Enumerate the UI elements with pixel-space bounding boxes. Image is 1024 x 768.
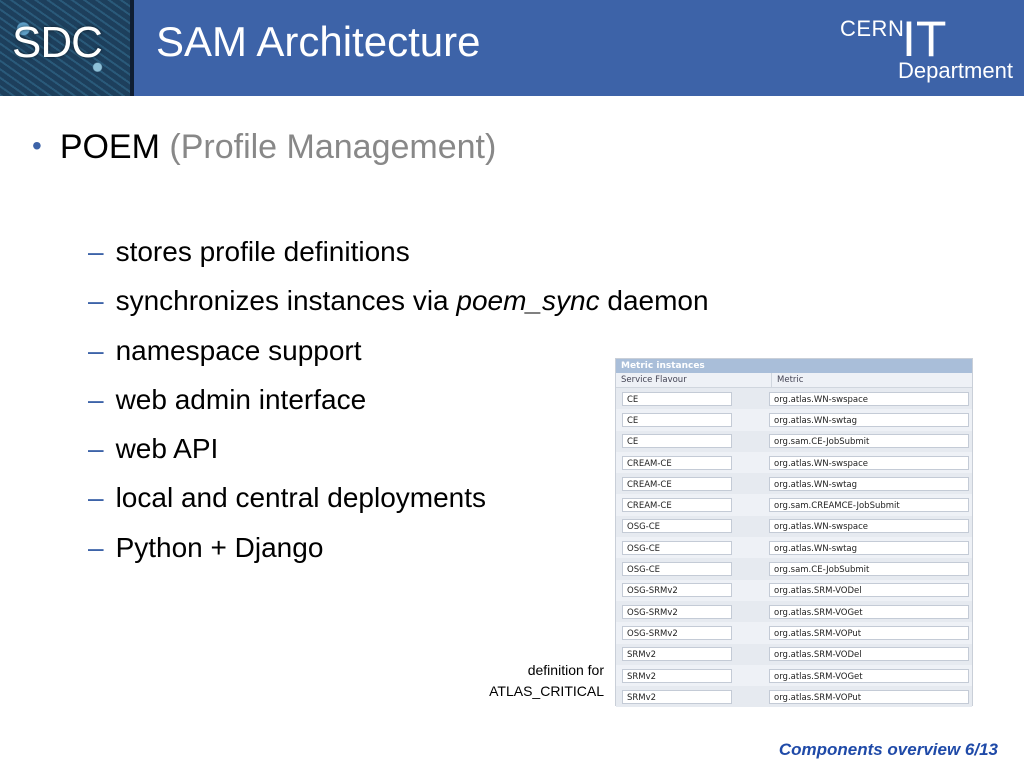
sub-bullet-text: web API bbox=[115, 433, 219, 465]
panel-title: Metric instances bbox=[616, 359, 972, 373]
metric-cell: org.sam.CREAMCE-JobSubmit bbox=[769, 498, 969, 513]
service-flavour-cell: CE bbox=[622, 391, 732, 406]
service-flavour-cell: CE bbox=[622, 434, 732, 449]
bullet-dot: • bbox=[32, 130, 42, 161]
dash-marker: – bbox=[88, 236, 104, 267]
table-row: CE org.atlas.WN-swspace bbox=[616, 388, 972, 410]
dash-marker: – bbox=[88, 482, 104, 514]
column-service-flavour: Service Flavour bbox=[616, 373, 772, 387]
metric-cell: org.atlas.WN-swtag bbox=[769, 540, 969, 555]
sub-bullet-text: local and central deployments bbox=[115, 482, 487, 514]
table-row: OSG-SRMv2 org.atlas.SRM-VOGet bbox=[616, 600, 972, 623]
metric-cell: org.atlas.SRM-VOPut bbox=[769, 625, 969, 640]
slide-title: SAM Architecture bbox=[156, 18, 481, 65]
metric-cell: org.sam.CE-JobSubmit bbox=[769, 434, 969, 449]
metric-cell: org.atlas.WN-swspace bbox=[769, 455, 969, 470]
dash-marker: – bbox=[88, 531, 104, 563]
sub-bullet-text: Python + Django bbox=[115, 531, 324, 563]
column-metric: Metric bbox=[777, 375, 804, 385]
dash-marker: – bbox=[88, 383, 104, 415]
service-flavour-cell: OSG-CE bbox=[622, 562, 732, 577]
metric-cell: org.atlas.SRM-VOGet bbox=[769, 668, 969, 683]
sub-bullet-item: –stores profile definitions bbox=[88, 233, 709, 282]
it-logo-text: IT bbox=[902, 11, 947, 67]
dash-marker: – bbox=[88, 285, 104, 317]
slide-footer: Components overview 6/13 bbox=[778, 740, 998, 759]
service-flavour-cell: CREAM-CE bbox=[622, 455, 732, 470]
table-row: CE org.atlas.WN-swtag bbox=[616, 409, 972, 430]
metric-cell: org.sam.CE-JobSubmit bbox=[769, 562, 969, 577]
metric-cell: org.atlas.SRM-VODel bbox=[769, 583, 969, 598]
sub-bullet-text: stores profile definitions bbox=[115, 236, 410, 267]
table-row: CREAM-CE org.atlas.WN-swspace bbox=[616, 452, 972, 473]
department-logo-text: Department bbox=[898, 58, 1013, 83]
sub-bullet-item: –web admin interface bbox=[88, 381, 709, 430]
sub-bullet-text: synchronizes instances via bbox=[115, 285, 457, 317]
service-flavour-cell: SRMv2 bbox=[622, 668, 732, 683]
service-flavour-cell: OSG-SRMv2 bbox=[622, 625, 732, 640]
cern-logo-text: CERN bbox=[840, 16, 905, 41]
table-row: OSG-CE org.atlas.WN-swtag bbox=[616, 537, 972, 558]
sub-bullet-text: web admin interface bbox=[115, 383, 367, 415]
table-row: OSG-SRMv2 org.atlas.SRM-VODel bbox=[616, 580, 972, 601]
metric-cell: org.atlas.SRM-VODel bbox=[769, 647, 969, 662]
metric-instances-screenshot: Metric instances Service Flavour Metric … bbox=[615, 358, 973, 708]
sdc-logo-text: SDC bbox=[12, 18, 103, 67]
dash-marker: – bbox=[88, 433, 104, 465]
table-row: SRMv2 org.atlas.SRM-VOGet bbox=[616, 665, 972, 686]
sub-bullet-list: –stores profile definitions–synchronizes… bbox=[88, 233, 709, 578]
sdc-logo: SDC bbox=[0, 0, 134, 96]
sub-bullet-item: –synchronizes instances via poem_sync da… bbox=[88, 282, 709, 331]
panel-header-row: Service Flavour Metric bbox=[616, 373, 972, 388]
metric-cell: org.atlas.WN-swtag bbox=[769, 476, 969, 491]
service-flavour-cell: CREAM-CE bbox=[622, 498, 732, 513]
bullet-heading: POEM bbox=[59, 128, 160, 166]
slide-header: SDC SAM Architecture CERN IT Department bbox=[0, 0, 1024, 96]
service-flavour-cell: OSG-SRMv2 bbox=[622, 583, 732, 598]
sub-bullet-item: –Python + Django bbox=[88, 529, 709, 578]
service-flavour-cell: CE bbox=[622, 412, 732, 427]
table-row: CREAM-CE org.sam.CREAMCE-JobSubmit bbox=[616, 494, 972, 515]
screenshot-caption: definition for ATLAS_CRITICAL bbox=[489, 660, 604, 702]
table-row: OSG-CE org.atlas.WN-swspace bbox=[616, 515, 972, 538]
service-flavour-cell: OSG-CE bbox=[622, 519, 732, 534]
sub-bullet-item: –web API bbox=[88, 430, 709, 479]
dash-marker: – bbox=[88, 334, 104, 366]
sub-bullet-item: –namespace support bbox=[88, 332, 709, 381]
caption-line-2: ATLAS_CRITICAL bbox=[489, 683, 604, 699]
metric-cell: org.atlas.WN-swspace bbox=[769, 519, 969, 534]
service-flavour-cell: SRMv2 bbox=[622, 647, 732, 662]
table-row: CREAM-CE org.atlas.WN-swtag bbox=[616, 473, 972, 495]
sub-bullet-italic: poem_sync bbox=[456, 285, 600, 317]
sub-bullet-text: namespace support bbox=[115, 334, 362, 366]
table-row: CE org.sam.CE-JobSubmit bbox=[616, 430, 972, 452]
metric-cell: org.atlas.SRM-VOPut bbox=[769, 689, 969, 704]
sub-bullet-item: –local and central deployments bbox=[88, 479, 709, 528]
table-row: SRMv2 org.atlas.SRM-VOPut bbox=[616, 686, 972, 708]
metric-cell: org.atlas.SRM-VOGet bbox=[769, 604, 969, 619]
service-flavour-cell: OSG-SRMv2 bbox=[622, 604, 732, 619]
service-flavour-cell: CREAM-CE bbox=[622, 476, 732, 491]
main-bullet: • POEM (Profile Management) bbox=[32, 128, 496, 167]
table-row: SRMv2 org.atlas.SRM-VODel bbox=[616, 643, 972, 665]
metric-cell: org.atlas.WN-swtag bbox=[769, 412, 969, 427]
metric-cell: org.atlas.WN-swspace bbox=[769, 391, 969, 406]
service-flavour-cell: OSG-CE bbox=[622, 540, 732, 555]
caption-line-1: definition for bbox=[527, 662, 604, 678]
service-flavour-cell: SRMv2 bbox=[622, 689, 732, 704]
table-row: OSG-SRMv2 org.atlas.SRM-VOPut bbox=[616, 622, 972, 643]
cern-it-logo: CERN IT Department bbox=[818, 8, 1018, 88]
bullet-heading-sub: (Profile Management) bbox=[169, 128, 497, 166]
table-row: OSG-CE org.sam.CE-JobSubmit bbox=[616, 558, 972, 580]
sub-bullet-text-after: daemon bbox=[599, 285, 709, 317]
